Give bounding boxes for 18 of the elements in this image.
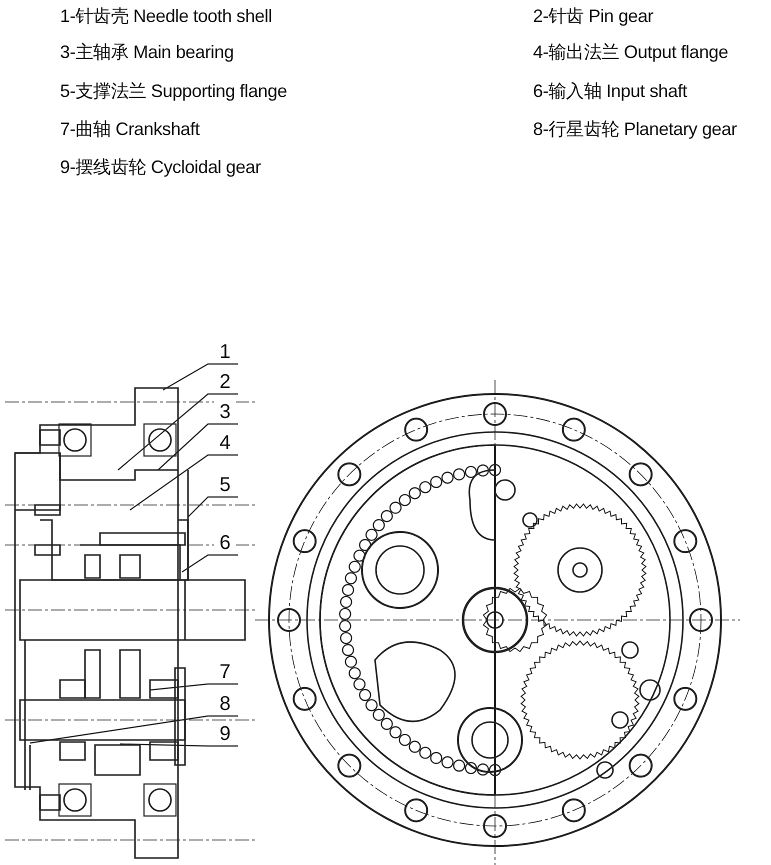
- leader-line: [30, 715, 238, 744]
- leader-line: [162, 363, 238, 391]
- leader-line: [158, 423, 238, 470]
- part-name: 9-摆线齿轮 Cycloidal gear: [60, 156, 261, 179]
- part-name: 3-主轴承 Main bearing: [60, 41, 234, 64]
- part-name: 4-输出法兰 Output flange: [533, 41, 728, 64]
- part-name: 5-支撑法兰 Supporting flange: [60, 80, 287, 103]
- part-name: 7-曲轴 Crankshaft: [60, 118, 200, 141]
- leader-line: [118, 393, 238, 470]
- part-name: 2-针齿 Pin gear: [533, 5, 654, 28]
- leader-line: [188, 496, 238, 518]
- part-name: 6-输入轴 Input shaft: [533, 80, 687, 103]
- part-name: 8-行星齿轮 Planetary gear: [533, 118, 737, 141]
- part-name: 1-针齿壳 Needle tooth shell: [60, 5, 272, 28]
- leader-line: [182, 554, 238, 572]
- leader-line: [150, 683, 238, 691]
- leader-line: [130, 454, 238, 510]
- leader-line: [120, 743, 238, 747]
